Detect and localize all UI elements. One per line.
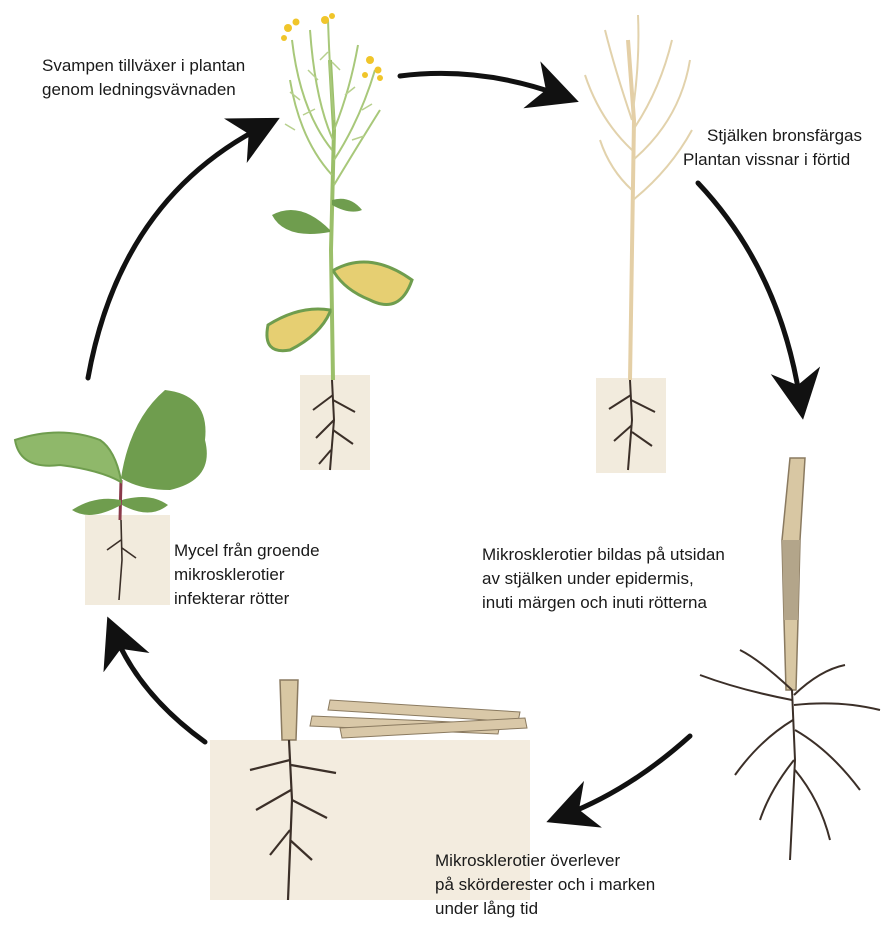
flowering-plant-illustration [267,13,412,470]
label-formation-line: inuti märgen och inuti rötterna [482,593,707,612]
label-formation-line: Mikrosklerotier bildas på utsidan [482,545,725,564]
label-wilting-line: Stjälken bronsfärgas [707,126,862,145]
label-survival-line: på skörderester och i marken [435,875,655,894]
arrow-seedling-to-flowering [88,127,262,378]
label-infection-line: mikrosklerotier [174,565,285,584]
label-wilting: Stjälken bronsfärgas Plantan vissnar i f… [683,126,867,169]
arrow-wilted-to-stem [698,183,800,400]
arrow-flowering-to-wilted [400,73,560,95]
label-infection: Mycel från groende mikrosklerotier infek… [174,541,324,608]
label-infection-line: infekterar rötter [174,589,290,608]
label-wilting-line: Plantan vissnar i förtid [683,150,850,169]
label-formation: Mikrosklerotier bildas på utsidan av stj… [482,545,730,612]
label-growth-line: genom ledningsvävnaden [42,80,236,99]
arrow-stem-to-residue [565,736,690,815]
wilted-plant-illustration [585,15,692,473]
label-growth-line: Svampen tillväxer i plantan [42,56,245,75]
label-survival-line: under lång tid [435,899,538,918]
label-infection-line: Mycel från groende [174,541,320,560]
label-survival: Mikrosklerotier överlever på skördereste… [435,851,660,918]
arrow-residue-to-seedling [115,635,205,742]
label-survival-line: Mikrosklerotier överlever [435,851,620,870]
infected-stem-illustration [700,458,880,860]
label-growth: Svampen tillväxer i plantan genom lednin… [42,56,250,99]
label-formation-line: av stjälken under epidermis, [482,569,694,588]
